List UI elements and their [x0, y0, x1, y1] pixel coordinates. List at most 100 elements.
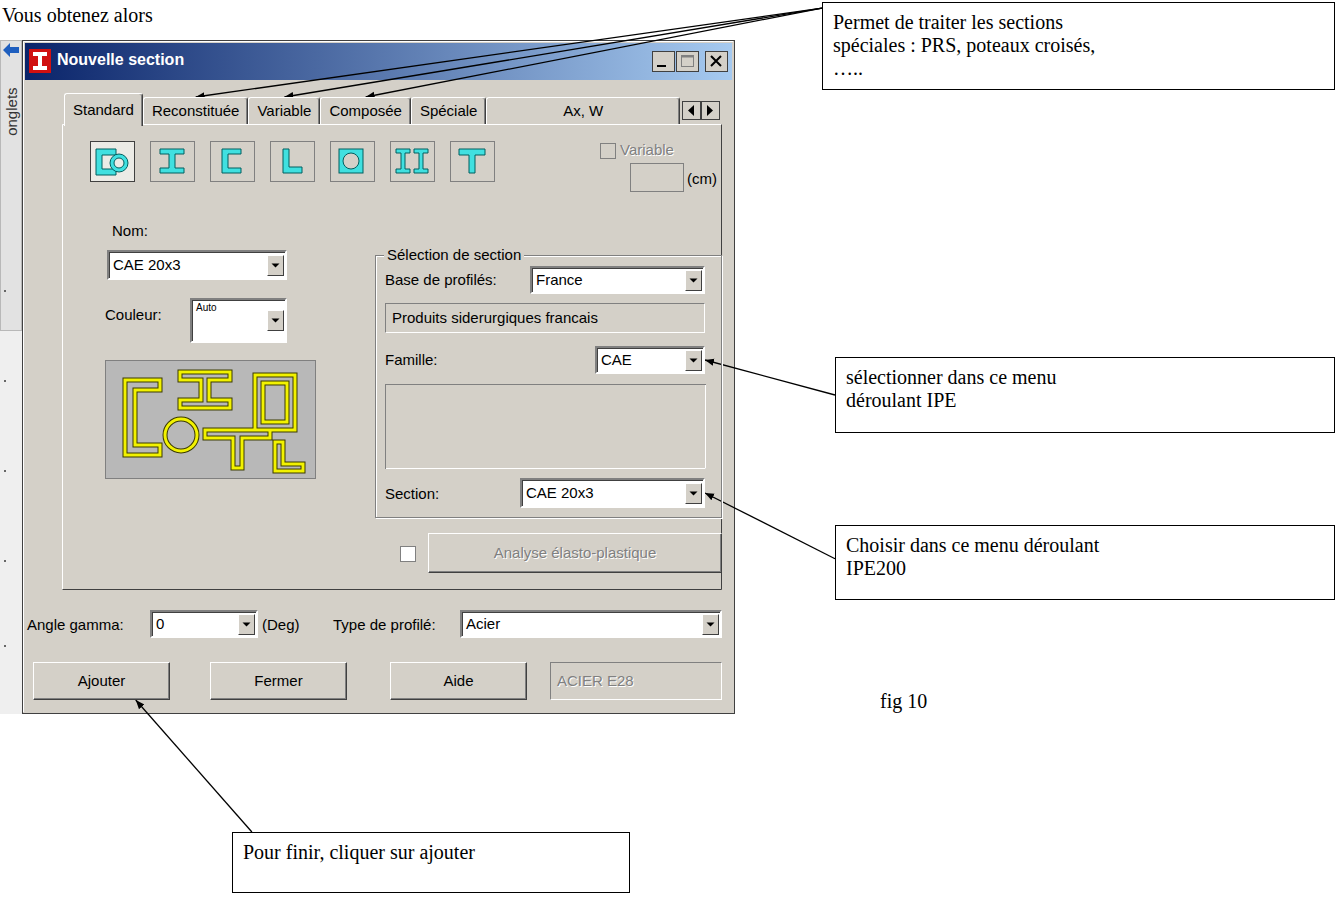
- dialog-highlight: [24, 42, 734, 713]
- dropdown: France: [530, 266, 705, 294]
- label-text: Section:: [385, 485, 439, 502]
- dropdown-arrow-glyph: [243, 622, 251, 626]
- dropdown: Auto: [190, 298, 287, 343]
- label-text: Angle gamma:: [27, 616, 124, 633]
- label-slot: Vous obtenez alors: [2, 4, 153, 27]
- tab: Variable: [248, 97, 320, 124]
- icon-shape: [459, 149, 485, 173]
- tab: Ax, W: [486, 97, 680, 124]
- label-text: Type de profilé:: [333, 616, 436, 633]
- label-text: Vous obtenez alors: [2, 4, 153, 27]
- node-text: Nouvelle section: [57, 51, 184, 69]
- icon-shape: [283, 149, 302, 173]
- node-text: Permet de traiter les sections spéciales…: [833, 11, 1121, 80]
- icon-button: [451, 142, 495, 182]
- scroll-right-glyph: [707, 105, 713, 116]
- dropdown-button: [685, 270, 702, 291]
- label-slot: (Deg): [262, 616, 300, 633]
- icon-shape: [114, 158, 124, 168]
- node-text: ACIER E28: [557, 672, 634, 689]
- callout-arrow: [196, 8, 822, 97]
- empty-list: [386, 385, 706, 469]
- label-text: Variable: [620, 141, 674, 158]
- dropdown-arrow: [703, 615, 718, 634]
- node-text: CAE: [601, 351, 632, 368]
- dropdown-arrow: [239, 615, 254, 634]
- icon-button-pressed: [91, 142, 135, 182]
- dropdown-arrow-glyph: [690, 491, 698, 495]
- icon-button: [211, 142, 255, 182]
- tab: Standard: [64, 93, 143, 126]
- callout-box: Choisir dans ce menu déroulant IPE200: [835, 525, 1335, 600]
- node-text: France: [536, 271, 583, 288]
- label-slot: Angle gamma:: [27, 616, 124, 633]
- dropdown-button: [267, 255, 284, 276]
- maximize-glyph-top: [682, 56, 694, 58]
- icon-i-beam: [151, 142, 195, 182]
- label-slot: Base de profilés:: [385, 271, 497, 288]
- strip-dot: [4, 560, 6, 562]
- label-text: Famille:: [385, 351, 438, 368]
- preview-ground: [106, 361, 316, 479]
- icon-button: [151, 142, 195, 182]
- tab: Composée: [320, 97, 411, 124]
- group-heading: Sélection de section: [384, 246, 524, 263]
- node-text: Produits siderurgiques francais: [392, 309, 598, 326]
- icon-button: [331, 142, 375, 182]
- node-text: Standard: [73, 101, 134, 118]
- group-box: Sélection de sectionFranceProduits sider…: [375, 255, 722, 518]
- node-text: sélectionner dans ce menu déroulant IPE: [846, 366, 1134, 412]
- icon-tube: [331, 142, 375, 182]
- icon-double-i: [391, 142, 435, 182]
- tab: Spéciale: [411, 97, 487, 124]
- callout-arrow: [284, 8, 822, 97]
- icon-button: [271, 142, 315, 182]
- node-text: Composée: [329, 102, 402, 119]
- checkbox-disabled: [601, 144, 616, 159]
- dropdown: CAE: [595, 346, 705, 374]
- app-icon: [29, 49, 51, 73]
- node-text: Fermer: [254, 672, 302, 689]
- icon-shape: [222, 149, 241, 173]
- push-button: Fermer: [210, 662, 347, 700]
- dropdown: CAE 20x3: [107, 250, 287, 280]
- label-text: Nom:: [112, 222, 148, 239]
- dialog-frame: [23, 41, 735, 714]
- icon-shape: [343, 153, 359, 169]
- tab-panel-light: [63, 125, 722, 590]
- dropdown-button: [685, 350, 702, 371]
- close-button: [706, 52, 728, 72]
- icon-shape: [160, 149, 184, 173]
- icon-shape: [396, 149, 428, 173]
- node-text: Choisir dans ce menu déroulant IPE200: [846, 534, 1134, 580]
- tab: Reconstituée: [143, 97, 249, 124]
- back-arrow: [3, 43, 19, 57]
- icon-tee: [451, 142, 495, 182]
- dropdown-arrow-glyph: [272, 319, 280, 323]
- dropdown-arrow: [686, 271, 701, 290]
- node-text: CAE 20x3: [113, 256, 181, 273]
- dropdown: CAE 20x3: [520, 478, 705, 508]
- callout-arrow: [705, 493, 835, 559]
- icon-all: [91, 142, 135, 182]
- dropdown: Acier: [460, 610, 722, 638]
- callout-box: sélectionner dans ce menu déroulant IPE: [835, 357, 1335, 433]
- node-text: Pour finir, cliquer sur ajouter: [243, 841, 619, 864]
- dropdown-arrow-glyph: [707, 622, 715, 626]
- dropdown-arrow-glyph: [690, 358, 698, 362]
- label-text: Couleur:: [105, 306, 162, 323]
- strip-dot: [4, 470, 6, 472]
- side-strip: [0, 40, 22, 714]
- node-text: Auto: [196, 302, 217, 314]
- label-slot: Nom:: [112, 222, 148, 239]
- label-slot: Section:: [385, 485, 439, 502]
- dropdown-arrow-glyph: [690, 278, 698, 282]
- icon-shape: [339, 149, 363, 173]
- label-slot: Couleur:: [105, 306, 162, 323]
- caption-slot: fig 10: [880, 690, 927, 713]
- label-slot: Type de profilé:: [333, 616, 436, 633]
- callout-box: Permet de traiter les sections spéciales…: [822, 2, 1335, 90]
- close-glyph: [711, 56, 721, 66]
